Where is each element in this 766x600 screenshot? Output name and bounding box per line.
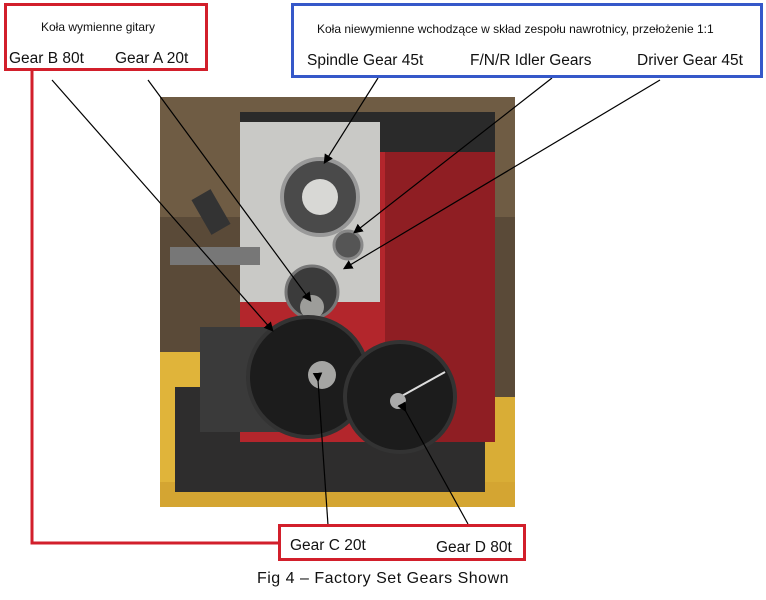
lathe-photo <box>160 97 515 507</box>
leader-driver <box>342 79 661 270</box>
leader-gear-d <box>397 401 469 525</box>
label-gear-a: Gear A 20t <box>115 50 189 67</box>
leader-gear-c <box>312 372 329 526</box>
top-right-title: Koła niewymienne wchodzące w skład zespo… <box>317 22 714 36</box>
leader-idler <box>353 77 553 234</box>
figure-caption: Fig 4 – Factory Set Gears Shown <box>256 570 510 587</box>
label-driver-gear: Driver Gear 45t <box>637 52 743 69</box>
lever-handle <box>191 189 231 235</box>
label-gear-b: Gear B 80t <box>9 50 84 67</box>
leader-gear-b <box>51 79 274 332</box>
bottom-callout: Gear C 20t Gear D 80t <box>278 524 526 561</box>
idler-gear <box>332 229 364 261</box>
top-left-callout: Koła wymienne gitary Gear B 80t Gear A 2… <box>4 3 208 71</box>
red-bracket-line <box>30 68 278 545</box>
gear-d-mark <box>399 371 446 398</box>
leader-gear-a <box>147 79 312 302</box>
label-spindle-gear: Spindle Gear 45t <box>307 52 424 69</box>
label-gear-c: Gear C 20t <box>290 537 366 554</box>
spindle-bore <box>302 179 338 215</box>
label-idler-gears: F/N/R Idler Gears <box>470 52 592 69</box>
feed-lever <box>170 247 260 265</box>
top-right-callout: Koła niewymienne wchodzące w skład zespo… <box>291 3 763 78</box>
label-gear-d: Gear D 80t <box>436 539 512 556</box>
leader-spindle <box>323 77 379 165</box>
top-left-title: Koła wymienne gitary <box>41 20 156 34</box>
